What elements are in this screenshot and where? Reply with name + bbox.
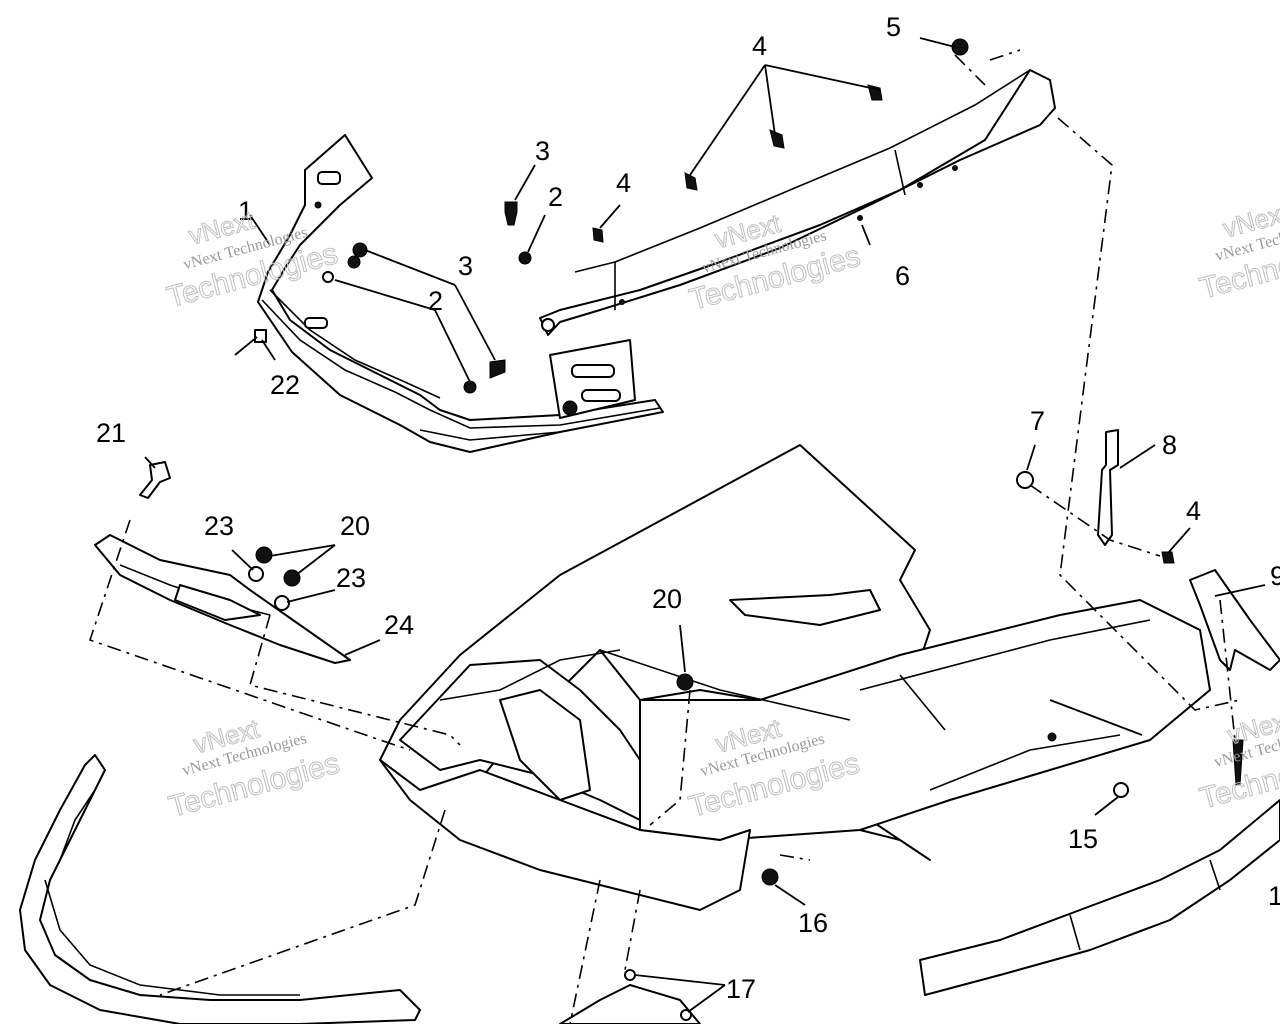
belly-plate-part-24 — [94, 534, 351, 664]
hood-assembly — [379, 444, 1211, 911]
callout-2-top: 2 — [548, 182, 563, 212]
callout-16: 16 — [798, 908, 828, 938]
callout-3-bracket: 3 — [458, 251, 473, 281]
watermark-left-bottom: vNext vNext Technologies Technologies — [165, 713, 344, 825]
assembly-lines — [88, 49, 1241, 1024]
callout-1-right: 1 — [1268, 881, 1280, 911]
callout-15: 15 — [1068, 824, 1098, 854]
callout-20-center: 20 — [652, 584, 682, 614]
lower-bracket-part-17 — [559, 984, 701, 1024]
callout-5: 5 — [886, 12, 901, 42]
left-bumper — [19, 754, 421, 1024]
watermark-right-top: vNext vNext Technologies Technologies — [1196, 197, 1280, 306]
callout-3-top: 3 — [535, 136, 550, 166]
callout-4-top: 4 — [752, 31, 767, 61]
front-bracket-part-1 — [257, 134, 664, 453]
watermark-center-top: vNext vNext Technologies Technologies — [686, 207, 865, 317]
callout-21: 21 — [96, 418, 126, 448]
callout-7: 7 — [1030, 406, 1045, 436]
callout-1: 1 — [238, 196, 253, 226]
leader-lines — [144, 37, 1266, 1013]
callout-8: 8 — [1162, 430, 1177, 460]
callout-24: 24 — [384, 610, 414, 640]
callout-22: 22 — [270, 370, 300, 400]
right-bumper — [919, 799, 1280, 996]
callout-4-right: 4 — [1186, 496, 1201, 526]
callout-17: 17 — [726, 974, 756, 1004]
callout-9: 9 — [1270, 561, 1280, 591]
callout-2-bracket: 2 — [428, 286, 443, 316]
callout-6: 6 — [895, 261, 910, 291]
crossbar-part-6 — [539, 69, 1056, 336]
callout-20-left: 20 — [340, 511, 370, 541]
callout-labels: 1 2 2 3 3 4 4 4 5 6 7 8 9 15 16 17 20 20… — [96, 12, 1280, 1004]
callout-23-top: 23 — [204, 511, 234, 541]
callout-23-bottom: 23 — [336, 563, 366, 593]
link-rod-part-8 — [1097, 429, 1119, 546]
fasteners — [139, 38, 1244, 1021]
callout-4-mid: 4 — [616, 168, 631, 198]
right-bracket-part-9 — [1189, 569, 1280, 671]
